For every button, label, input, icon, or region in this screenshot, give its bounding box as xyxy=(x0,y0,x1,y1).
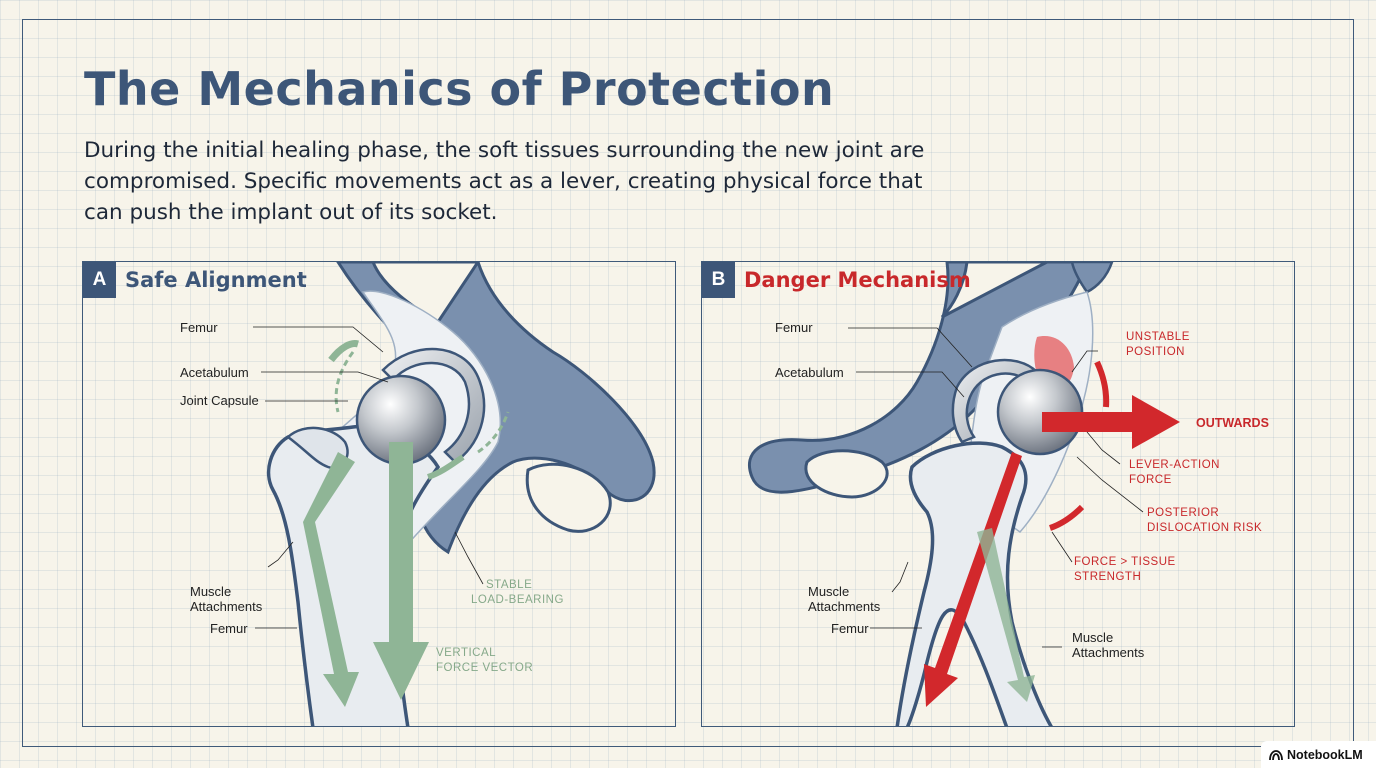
acetabular-cup xyxy=(951,358,1039,444)
notebooklm-logo-icon xyxy=(1269,749,1283,760)
label-unstable: UNSTABLE xyxy=(1126,331,1190,343)
safe-alignment-illustration: Femur Acetabulum Joint Capsule Muscle At… xyxy=(180,262,656,726)
label-muscle-right: Muscle xyxy=(1072,630,1113,645)
panel-b-title: Danger Mechanism xyxy=(744,268,971,292)
obturator-foramen xyxy=(525,462,612,533)
label-force-vector: FORCE VECTOR xyxy=(436,662,533,674)
label-dislocation-risk: DISLOCATION RISK xyxy=(1147,522,1262,534)
label-stable: STABLE xyxy=(486,579,532,591)
page-title: The Mechanics of Protection xyxy=(84,62,835,116)
label-attachments-right: Attachments xyxy=(1072,645,1145,660)
notebooklm-watermark: NotebookLM xyxy=(1261,741,1376,768)
label-femur-top: Femur xyxy=(775,320,813,335)
label-position: POSITION xyxy=(1126,346,1185,358)
label-acetabulum: Acetabulum xyxy=(775,365,844,380)
panel-a-badge: A xyxy=(83,262,116,298)
label-outwards: OUTWARDS xyxy=(1196,416,1269,430)
iliac-opening xyxy=(940,262,1048,319)
brand-text: NotebookLM xyxy=(1287,747,1363,762)
label-vertical: VERTICAL xyxy=(436,647,496,659)
label-joint-capsule: Joint Capsule xyxy=(180,393,259,408)
leader-lines xyxy=(848,327,1144,648)
residual-load-arrow xyxy=(977,528,1035,702)
capsule-arc-top xyxy=(328,340,359,363)
label-lever-action: LEVER-ACTION xyxy=(1129,459,1220,471)
danger-mechanism-illustration: Femur Acetabulum Muscle Attachments Femu… xyxy=(748,262,1269,726)
label-attachments: Attachments xyxy=(190,599,263,614)
ilium-right xyxy=(1070,262,1114,294)
leader-lines xyxy=(253,326,484,629)
panel-a-header: A Safe Alignment xyxy=(83,262,307,298)
capsule-dashed-left xyxy=(334,351,355,413)
label-force-tissue: FORCE > TISSUE xyxy=(1074,556,1176,568)
label-force: FORCE xyxy=(1129,474,1172,486)
label-femur-bottom: Femur xyxy=(831,621,869,636)
label-femur-top: Femur xyxy=(180,320,218,335)
panel-b-header: B Danger Mechanism xyxy=(702,262,971,298)
panel-b-badge: B xyxy=(702,262,735,298)
intro-paragraph: During the initial healing phase, the so… xyxy=(84,138,925,225)
outwards-arrow xyxy=(1042,395,1180,449)
force-arrow-main xyxy=(373,442,429,700)
obturator-foramen xyxy=(804,449,889,499)
label-strength: STRENGTH xyxy=(1074,571,1141,583)
label-femur-bottom: Femur xyxy=(210,621,248,636)
label-posterior: POSTERIOR xyxy=(1147,507,1219,519)
label-load-bearing: LOAD-BEARING xyxy=(471,594,564,606)
capsule-arc-bottom xyxy=(426,454,465,480)
panel-a-title: Safe Alignment xyxy=(125,268,307,292)
label-muscle-left: Muscle xyxy=(808,584,849,599)
force-arrow-secondary xyxy=(303,452,359,707)
capsule-arc-bottom xyxy=(1048,504,1085,531)
panel-danger-mechanism: Femur Acetabulum Muscle Attachments Femu… xyxy=(701,261,1295,727)
lever-force-arrow xyxy=(924,452,1022,707)
label-muscle: Muscle xyxy=(190,584,231,599)
label-attachments-left: Attachments xyxy=(808,599,881,614)
panel-safe-alignment: Femur Acetabulum Joint Capsule Muscle At… xyxy=(82,261,676,727)
capsule-dashed-right xyxy=(477,411,510,454)
capsule-arc-top xyxy=(1094,360,1110,408)
label-acetabulum: Acetabulum xyxy=(180,365,249,380)
outer-frame xyxy=(22,19,1354,747)
